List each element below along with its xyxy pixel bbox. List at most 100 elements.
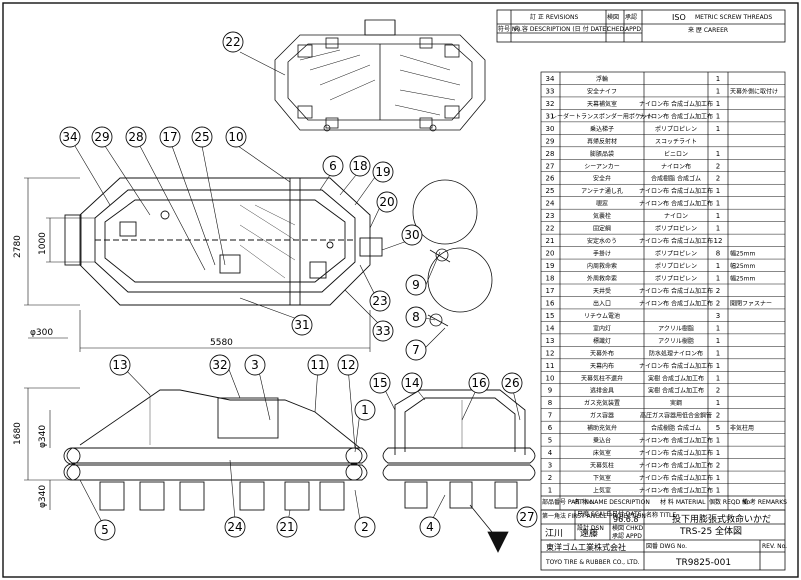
parts-cell-material: ポリプロピレン: [655, 262, 697, 270]
title-sign-2: 遠藤: [580, 527, 598, 539]
parts-cell-qty: 1: [716, 474, 720, 482]
svg-text:11: 11: [310, 358, 325, 372]
parts-cell-material: 実樹 合成ゴム加工布: [648, 387, 704, 395]
parts-cell-material: アクリル樹脂: [658, 337, 694, 345]
revisions-iso-label: ISO: [672, 13, 686, 22]
parts-cell-material: アクリル樹脂: [658, 324, 694, 332]
parts-cell-name: 出入口: [593, 299, 611, 307]
dim-height: 1680: [13, 422, 23, 445]
balloon-28: 28: [125, 126, 147, 148]
svg-text:25: 25: [194, 130, 209, 144]
parts-cell-name: 浮輪: [596, 75, 608, 83]
raft-side-view: [63, 389, 368, 511]
parts-table-header: 部品番号 PART No. 名 称 NAME DESCRIPTION 材 料 M…: [542, 498, 787, 506]
dimension-lines: [24, 177, 371, 510]
balloon-16: 16: [468, 372, 490, 394]
svg-text:6: 6: [329, 159, 337, 173]
balloon-29: 29: [91, 126, 113, 148]
parts-cell-no: 30: [546, 125, 555, 133]
parts-header-name: 名 称 NAME DESCRIPTION: [574, 498, 650, 506]
svg-text:33: 33: [375, 324, 390, 338]
parts-cell-name: 安全弁: [593, 175, 611, 183]
title-check-label: 検図 CHKD: [612, 524, 644, 532]
raft-top-view: [274, 19, 486, 132]
parts-cell-name: 固定綱: [593, 225, 611, 233]
title-date-value: 96.6.8: [613, 515, 638, 524]
svg-text:32: 32: [212, 358, 227, 372]
dim-length: 5580: [210, 338, 233, 348]
parts-cell-material: 実樹 合成ゴム加工布: [648, 374, 704, 382]
svg-text:24: 24: [227, 520, 242, 534]
parts-cell-no: 13: [546, 337, 555, 345]
parts-cell-material: ナイロン布: [661, 162, 691, 170]
parts-cell-material: ナイロン布 合成ゴム加工布: [639, 474, 713, 482]
parts-cell-remarks: 開閉ファスナー: [730, 300, 772, 307]
parts-cell-remarks: 非気柱用: [730, 424, 754, 432]
balloon-34: 34: [59, 126, 81, 148]
parts-cell-qty: 1: [716, 187, 720, 195]
parts-cell-no: 7: [548, 412, 552, 420]
title-dwg-label: 図番 DWG No.: [646, 543, 687, 550]
balloon-33: 33: [372, 320, 394, 342]
revisions-mark-label: 符号 No.: [498, 25, 522, 33]
parts-cell-qty: 1: [716, 399, 720, 407]
balloon-1: 1: [354, 399, 376, 421]
parts-cell-material: ナイロン布 合成ゴム加工布: [639, 237, 713, 245]
parts-cell-no: 19: [546, 262, 555, 270]
parts-cell-qty: 2: [716, 299, 720, 307]
parts-cell-qty: 8: [716, 250, 720, 258]
svg-text:8: 8: [412, 310, 420, 324]
title-approve-label: 承認 APPD: [612, 532, 642, 540]
parts-cell-no: 1: [548, 487, 552, 495]
parts-cell-material: 合成樹脂 合成ゴム: [651, 424, 701, 432]
balloon-9: 9: [405, 274, 427, 296]
svg-text:27: 27: [519, 510, 534, 524]
parts-cell-material: ナイロン布 合成ゴム加工布: [639, 100, 713, 108]
balloon-30: 30: [401, 224, 423, 246]
svg-text:13: 13: [112, 358, 127, 372]
parts-cell-no: 18: [546, 275, 555, 283]
parts-cell-name: 補助充気弁: [587, 424, 617, 432]
svg-text:15: 15: [372, 376, 387, 390]
svg-text:14: 14: [404, 376, 419, 390]
svg-text:18: 18: [352, 159, 367, 173]
title-company-en: TOYO TIRE & RUBBER CO., LTD.: [545, 559, 640, 566]
balloon-8: 8: [405, 306, 427, 328]
parts-cell-qty: 2: [716, 387, 720, 395]
parts-cell-qty: 1: [716, 324, 720, 332]
parts-cell-material: スコッチライト: [655, 138, 697, 145]
parts-cell-no: 9: [548, 387, 552, 395]
svg-text:10: 10: [228, 130, 243, 144]
revisions-thread-label: METRIC SCREW THREADS: [695, 14, 772, 21]
parts-cell-name: シーアンカー: [584, 163, 620, 170]
svg-text:9: 9: [412, 278, 420, 292]
parts-cell-name: 乗込台: [593, 437, 611, 445]
parts-cell-no: 16: [546, 299, 555, 307]
parts-cell-qty: 2: [716, 287, 720, 295]
parts-cell-no: 24: [546, 200, 555, 208]
parts-cell-qty: 1: [716, 125, 720, 133]
balloon-27: 27: [516, 506, 538, 528]
title-name-label: 名称 TITLE: [646, 511, 676, 519]
dim-dia-340b: φ340: [38, 485, 48, 508]
parts-cell-material: ナイロン: [664, 213, 688, 220]
svg-text:16: 16: [471, 376, 486, 390]
svg-text:22: 22: [225, 35, 240, 49]
parts-cell-material: ナイロン布 合成ゴム加工布: [639, 462, 713, 470]
parts-cell-no: 10: [546, 374, 555, 382]
parts-cell-qty: 1: [716, 437, 720, 445]
parts-cell-name: ガス充気装置: [584, 399, 620, 407]
parts-cell-no: 12: [546, 349, 555, 357]
